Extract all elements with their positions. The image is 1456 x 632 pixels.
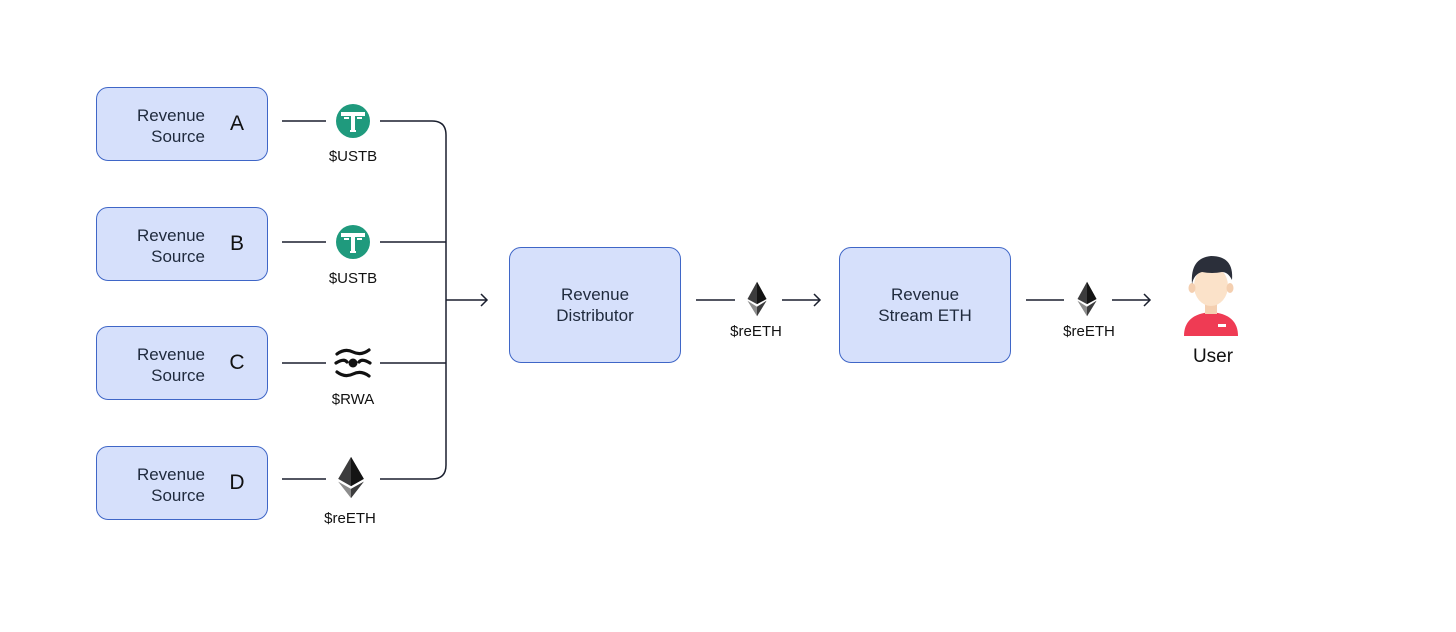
user-avatar-icon (1178, 250, 1244, 338)
stream-line1: Revenue (890, 285, 960, 304)
revenue-stream-eth-box: Revenue Stream ETH (839, 247, 1011, 363)
source-word-source: Source (151, 127, 205, 146)
eth-icon (321, 455, 381, 499)
source-letter: D (229, 471, 245, 494)
source-letter: C (229, 351, 245, 374)
ustb-icon (323, 99, 383, 143)
eth-icon (1058, 280, 1116, 318)
token-label: $RWA (331, 391, 375, 408)
token-label: $USTB (328, 148, 378, 165)
source-word-revenue: Revenue (136, 226, 205, 245)
source-word-revenue: Revenue (136, 106, 205, 125)
rwa-icon (323, 341, 383, 385)
source-letter: B (229, 232, 244, 255)
distributor-line2: Distributor (556, 306, 634, 325)
distributor-line1: Revenue (560, 285, 630, 304)
source-word-revenue: Revenue (136, 345, 205, 364)
token-label: $reETH (324, 510, 376, 527)
user-label: User (1192, 346, 1234, 367)
eth-icon (728, 280, 786, 318)
revenue-distributor-box: Revenue Distributor (509, 247, 681, 363)
ustb-icon (323, 220, 383, 264)
token-label: $reETH (730, 323, 782, 340)
source-letter: A (229, 112, 244, 135)
source-word-source: Source (151, 486, 205, 505)
stream-line2: Stream ETH (878, 306, 972, 325)
source-word-source: Source (151, 247, 205, 266)
source-word-revenue: Revenue (136, 465, 205, 484)
token-label: $reETH (1063, 323, 1115, 340)
token-label: $USTB (328, 270, 378, 287)
source-word-source: Source (151, 366, 205, 385)
